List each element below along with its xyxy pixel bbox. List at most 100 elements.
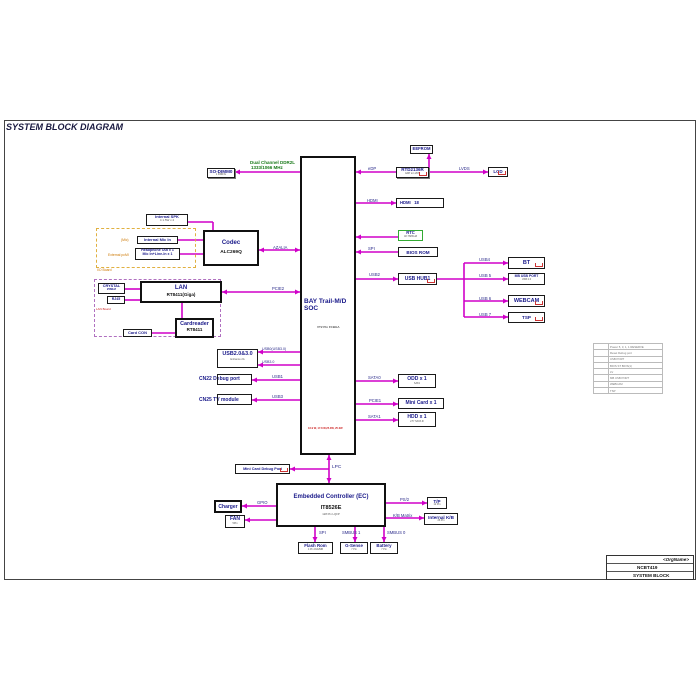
smbus1-label: SMBUS 1	[342, 530, 361, 535]
revision-row: BIOS ST BIOS(1)	[593, 361, 663, 370]
soc-block: BAY Trail-M/D SOC VT2 Pin FCBGA 16.9 W, …	[300, 156, 356, 455]
card-reader: Cardreader RT8411	[175, 318, 214, 338]
kb-matrix-label: K/B Matrix	[393, 513, 413, 518]
revision-row: Power 5, 3, 1, 1 RESERVE	[593, 342, 663, 351]
ps2-bus-label: PS/2	[400, 497, 410, 502]
gpio-bus-label: GPIO	[257, 500, 268, 505]
revision-row: LV	[593, 368, 663, 376]
bluetooth-module: BT	[508, 257, 545, 269]
diagram-title: SYSTEM BLOCK DIAGRAM	[6, 122, 123, 132]
schematic-sheet-frame	[4, 120, 696, 580]
usb1-bus-label: USB1	[272, 374, 283, 379]
lan-controller: LAN RT8411(Giga)	[140, 281, 222, 303]
bios-rom: BIOS ROM	[398, 247, 438, 257]
usb6-bus-label: USB 6	[479, 296, 492, 301]
revision-row: TSP	[593, 387, 663, 395]
touch-screen-panel: TSP	[508, 312, 545, 323]
hdmi-port: HDMI 18	[396, 198, 444, 208]
sata0-bus-label: SATA0	[368, 375, 381, 380]
tv-module-label: CN25 TV module	[199, 397, 239, 403]
sheet-name: SYSTEM BLOCK	[633, 573, 670, 578]
debug-port-label: CN22 Debug port	[199, 376, 240, 382]
title-block-sheet-row: SYSTEM BLOCK	[607, 572, 693, 581]
headphone-jack: Headphone Out x 1 Mic In+Line-In x 1	[135, 248, 180, 260]
revision-table: Power 5, 3, 1, 1 RESERVE Reset Debug por…	[593, 342, 663, 395]
internal-mic: Internal Mic In	[137, 236, 178, 244]
rj45-jack: RJ45	[107, 296, 125, 304]
usb-hub: USB HUB1	[398, 273, 437, 285]
soc-package: VT2 Pin FCBGA	[317, 325, 340, 329]
usb2-bus-label: USB2	[369, 272, 380, 277]
io-board-group	[96, 228, 196, 268]
ref-tag-icon	[280, 468, 288, 472]
tv-module-box	[217, 394, 252, 405]
mic-tag: (Mic)	[121, 238, 129, 242]
revision-row: Reset Debug port	[593, 349, 663, 357]
ref-tag-icon	[427, 279, 435, 283]
lpc-bus-label: LPC	[332, 465, 342, 470]
title-block-project-row: NCBT419	[607, 564, 693, 572]
lcd: LCD	[488, 167, 508, 177]
usb0-bus-label: USB0(USB3.0)	[262, 347, 287, 351]
smbus0-label: SMBUS 0	[387, 530, 406, 535]
ref-tag-icon	[535, 317, 543, 321]
audio-codec: Codec ALC269Q	[203, 230, 259, 266]
io-board-tag: I/O Board	[97, 268, 112, 272]
ddr-bus-label-2: 1333/1066 MHz	[251, 165, 283, 170]
ref-tag-icon	[419, 172, 427, 176]
org-name: <OrgName>	[662, 557, 689, 562]
mb-usb-port: MB USB PORT USB 2.0	[508, 273, 545, 285]
debug-port-box	[217, 374, 252, 385]
lan-crystal: CRYSTAL 25MHZ	[98, 283, 125, 294]
azalia-bus-label: AZALIA	[273, 245, 288, 250]
usb-ports-left: USB2.0&3.0 Enhance 2A	[217, 349, 258, 368]
usb7-bus-label: USB 7	[479, 312, 492, 317]
edp-bus-label: eDP	[368, 166, 377, 171]
hdmi-bus-label: HDMI	[367, 198, 378, 203]
odd-drive: ODD x 1 SATA	[398, 374, 436, 388]
embedded-controller: Embedded Controller (EC) IT8526E 128 Pin…	[276, 483, 386, 527]
charger: Charger	[214, 500, 242, 513]
lvds-bus-label: LVDS	[459, 166, 470, 171]
internal-keyboard: Internal K/B 26 Pin	[424, 513, 458, 525]
battery: Battery 7 Pin	[370, 542, 398, 554]
fan: FAN 5Pin	[225, 515, 245, 528]
pcie2-bus-label: PCIE2	[272, 286, 285, 291]
mini-card-slot: Mini Card x 1	[398, 398, 444, 409]
soc-name: BAY Trail-M/D SOC	[304, 298, 347, 313]
revision-row: MB USB PORT	[593, 374, 663, 382]
ref-tag-icon	[535, 301, 543, 305]
touchpad: T/P 12 Pin	[427, 497, 447, 509]
usb4-bus-label: USB4	[479, 257, 490, 262]
revision-row: USB PORT	[593, 355, 663, 363]
edp-bridge: RTD2136R EDP to LVDS	[396, 167, 429, 178]
lan-board-group	[94, 279, 221, 337]
title-block: <OrgName> NCBT419 SYSTEM BLOCK	[606, 555, 694, 580]
usb30-bus-label: USB3.0	[262, 360, 275, 364]
ref-tag-icon	[535, 263, 543, 267]
card-connector: Card CON	[123, 329, 152, 337]
lan-board-tag: LAN Board	[96, 307, 111, 311]
hdd-drive: HDD x 1 2.5" SATA III	[398, 412, 436, 427]
headphone-tag: External pcMI	[108, 253, 129, 257]
usb3-bus-label: USB3	[272, 394, 283, 399]
internal-speaker: Internal SPK 4 1.5W x 2	[146, 214, 188, 226]
title-block-org-row: <OrgName>	[607, 556, 693, 564]
ec-spi-label: SPI	[319, 530, 326, 535]
mini-card-debug-port: Mini Card Debug Port	[235, 464, 290, 474]
sata1-bus-label: SATA1	[368, 414, 381, 419]
webcam: WEBCAM	[508, 295, 545, 307]
ddr-bus-label-1: Dual Channel DDR2L	[250, 160, 296, 165]
project-name: NCBT419	[637, 565, 658, 570]
g-sensor: G-Sense 7 Pin	[340, 542, 368, 554]
so-dimm-slot: SO-DIMM0 1 DDR3L	[207, 168, 235, 178]
flash-rom: Flash Rom 4 Pin 1M/2MB	[298, 542, 333, 554]
eeprom: EEFROM	[410, 145, 433, 154]
pcie1-bus-label: PCIE1	[369, 398, 382, 403]
revision-row: WEBCAM	[593, 380, 663, 389]
soc-power-note: 16.9 W, 17.8 W,25.0W, 25.0W	[308, 427, 343, 430]
ref-tag-icon	[498, 171, 506, 175]
rtc-crystal: RTC 32.768KHZ	[398, 230, 423, 241]
usb5-bus-label: USB 5	[479, 273, 492, 278]
bios-spi-label: SPI	[368, 246, 375, 251]
